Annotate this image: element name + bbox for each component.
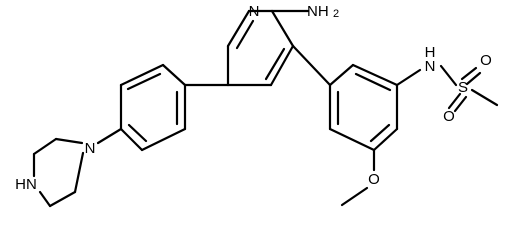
bond-s-o-top-2 [465,71,482,86]
structure-diagram: N NH 2 H N S O O O N HN [15,3,499,208]
bond-p2-p3 [119,63,165,87]
atom-label-amino-sub: 2 [333,8,339,20]
atom-label-sulfur: S [458,79,468,96]
bond-c-n1 [54,137,84,145]
pyridine-ring [226,9,295,87]
bond-c3-c4 [269,44,295,87]
atom-label-oxo-top: O [480,52,492,69]
bond-c6-n1-inner [235,19,255,50]
bond-p5-p6 [140,127,187,152]
bond-a2-a3 [351,63,399,87]
atom-label-ring-n: N [249,3,260,20]
bond-o-methyl [340,186,369,207]
methoxyphenyl-ring [291,44,399,152]
bond-c-nh [38,190,52,208]
bond-a1-a2 [328,63,355,87]
bond-n-s [439,64,458,87]
atom-label-oxo-bottom: O [443,108,455,125]
bond-aryl-nh [395,68,422,87]
bond-phenyl-n [96,127,123,145]
bond-c-c-bottom [48,190,77,208]
bond-p2-p3-inner [126,72,162,91]
atom-label-amino-nh: NH [307,3,329,20]
bond-s-o-bottom-2 [453,95,468,113]
bond-n1-c [73,151,85,194]
bond-a4-a5-inner [369,123,391,143]
bond-c3-c4-inner [264,47,286,81]
atom-label-amide-h: H [425,44,436,61]
bond-a4-a5 [372,127,399,152]
bond-c-c-top [32,137,58,156]
bond-s-o-bottom-1 [447,92,462,110]
bond-p4-p5 [119,127,144,152]
bond-c2-c3 [270,9,295,48]
atom-label-amide-n: N [425,58,436,75]
bond-s-methyl [470,88,499,107]
atom-label-piperazine-n1: N [85,140,96,157]
bond-pyr-aryl [291,44,332,87]
atom-label-piperazine-nh: HN [15,176,37,193]
atom-label-methoxy-o: O [368,171,380,188]
bond-a2-a3-inner [354,72,392,92]
bond-a5-a6 [328,127,376,152]
bond-p4-p5-inner [127,123,148,143]
bond-p1-p2 [161,63,187,87]
phenyl-ring [119,63,230,152]
bond-s-o-top-1 [460,66,478,81]
bond-c6-n1 [226,9,251,48]
piperazine-ring [32,137,85,208]
